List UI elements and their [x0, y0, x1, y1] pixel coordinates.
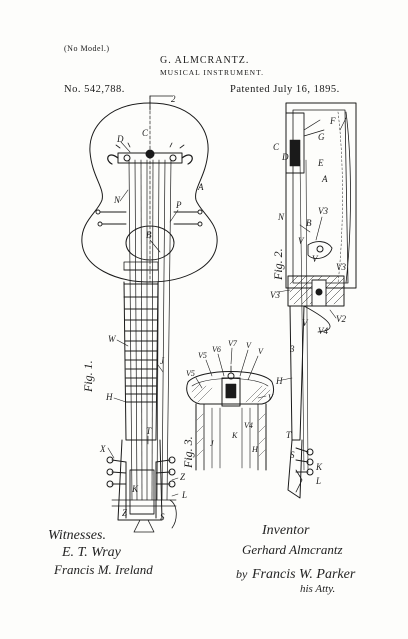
fig1-body-outline [81, 102, 218, 283]
patent-title: MUSICAL INSTRUMENT. [160, 68, 265, 77]
fig3-label-v6: V5 [186, 369, 195, 378]
fig1-label-c: C [142, 128, 149, 138]
fig1-label-h: H [105, 392, 113, 402]
fig2-guitar-section-view [277, 102, 357, 499]
signature-block: Witnesses. E. T. Wray Francis M. Ireland… [48, 523, 356, 595]
attorney-signature: Francis W. Parker [251, 567, 356, 582]
fig1-tuning-pegs [106, 456, 176, 488]
fig1-label-d: D [116, 134, 124, 144]
fig1-label-k: K [131, 484, 139, 494]
fig2-caption: Fig. 2. [271, 248, 285, 281]
inventor-heading: G. ALMCRANTZ. [160, 55, 250, 66]
fig2-label-v8: V4 [318, 326, 328, 336]
fig2-label-e: E [317, 158, 324, 168]
fig1-guitar-front-view [81, 95, 218, 533]
fig1-caption: Fig. 1. [81, 360, 95, 393]
fig2-label-v3: V3 [318, 206, 328, 216]
fig2-label-3: 3 [289, 344, 295, 354]
fig2-label-s: S [290, 450, 295, 460]
fig3-label-v3: V7 [228, 339, 238, 348]
fig3-label-v4: V [246, 341, 252, 350]
fig1-label-j: J [160, 356, 165, 366]
fig3-labels: V5 V6 V7 V V V5 V J K V4 H [186, 339, 274, 454]
fig2-label-g: G [318, 132, 325, 142]
no-model-note: (No Model.) [64, 44, 110, 53]
fig2-label-v2: V [312, 254, 319, 264]
fig2-label-n: N [277, 212, 285, 222]
fig2-label-v7: V [302, 318, 309, 328]
fig2-label-v6: V2 [336, 314, 346, 324]
fig2-label-a: A [321, 174, 328, 184]
fig3-label-v7: V [268, 393, 274, 402]
fig3-label-k: K [231, 431, 238, 440]
inventor-label: Inventor [261, 523, 310, 538]
fig3-label-v5: V [258, 347, 264, 356]
fig1-label-b: B [146, 230, 152, 240]
patent-date: Patented July 16, 1895. [230, 84, 340, 95]
fig2-label-f: F [329, 116, 336, 126]
fig1-sound-hole [125, 225, 175, 261]
fig2-body-outline [285, 102, 357, 289]
fig2-labels: C D F G E A N B V V3 V3 V3 V2 V V V4 3 H… [270, 116, 346, 486]
fig1-label-s: S [160, 512, 165, 522]
witnesses-label: Witnesses. [48, 528, 106, 543]
fig1-label-t: T [146, 426, 152, 436]
attorney-suffix: his Atty. [300, 583, 335, 595]
patent-number: No. 542,788. [64, 84, 125, 95]
fig2-label-v4: V3 [336, 262, 346, 272]
fig3-label-j: J [210, 439, 214, 448]
fig1-label-w: W [108, 334, 117, 344]
fig1-label-l: L [181, 490, 187, 500]
attorney-by: by [236, 567, 248, 581]
fig3-label-h: H [251, 445, 259, 454]
fig2-label-l: L [315, 476, 321, 486]
fig2-label-k: K [315, 462, 323, 472]
witness-signature-1: E. T. Wray [61, 545, 122, 560]
fig3-label-v1: V5 [198, 351, 207, 360]
fig1-label-n: N [113, 195, 121, 205]
fig2-neck [289, 305, 305, 441]
fig1-strings [128, 159, 172, 501]
fig2-label-d: D [281, 152, 289, 162]
fig1-label-z2: Z [122, 508, 128, 518]
fig3-cap [186, 371, 275, 405]
fig1-labels: 2 C D N P A B W H J T K X L Z Z S [99, 94, 204, 522]
fig3-caption: Fig. 3. [181, 436, 195, 469]
fig1-neck [123, 281, 159, 441]
fig2-label-v1: V [298, 236, 305, 246]
fig1-label-z1: Z [180, 472, 186, 482]
fig1-label-x: X [99, 444, 106, 454]
fig2-label-b: B [306, 218, 312, 228]
fig2-label-c: C [273, 142, 280, 152]
fig2-label-v5: V3 [270, 290, 280, 300]
fig3-label-v2: V6 [212, 345, 221, 354]
fig1-label-a: A [197, 182, 204, 192]
witness-signature-2: Francis M. Ireland [53, 562, 153, 577]
fig3-label-v8: V4 [244, 421, 253, 430]
fig2-label-h: H [275, 376, 283, 386]
fig2-label-t: T [286, 430, 292, 440]
fig1-label-2: 2 [171, 94, 176, 104]
inventor-signature: Gerhard Almcrantz [242, 542, 343, 557]
fig1-label-p: P [175, 200, 182, 210]
fig3-cross-section [186, 347, 275, 471]
